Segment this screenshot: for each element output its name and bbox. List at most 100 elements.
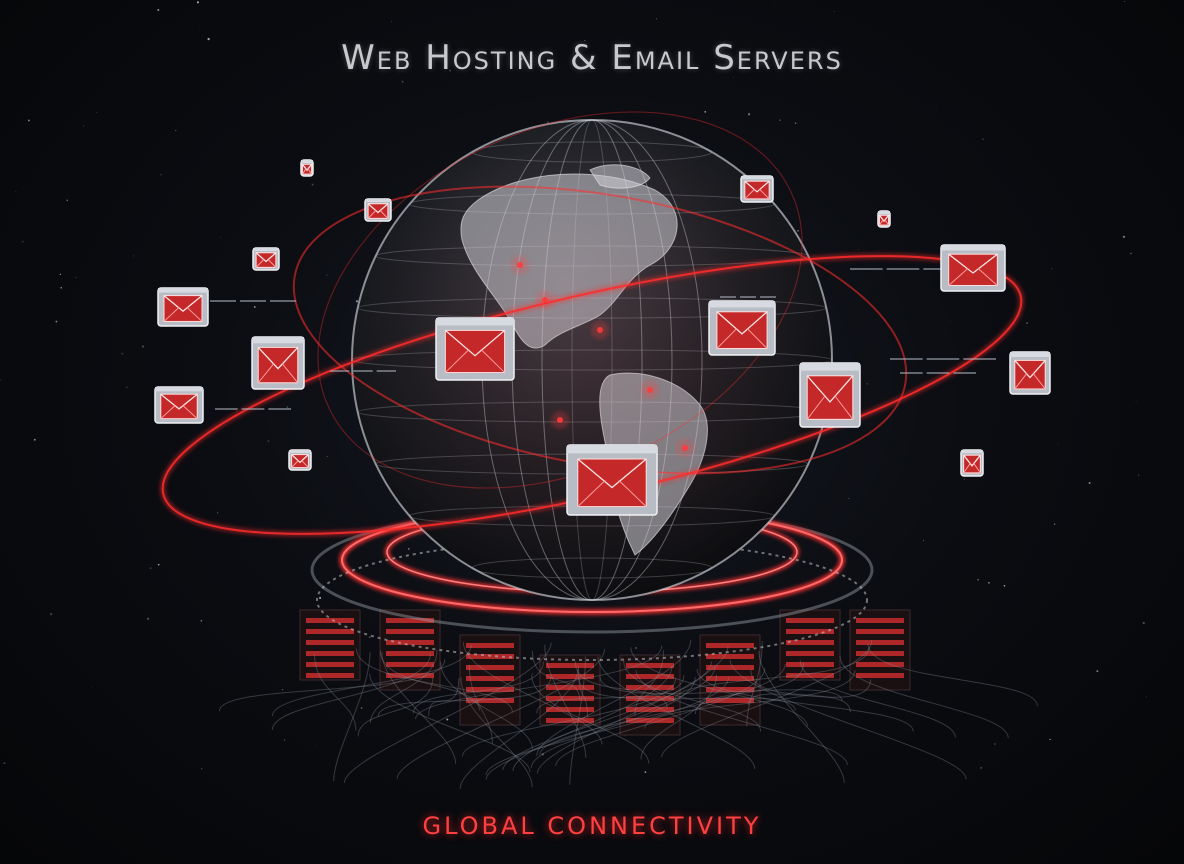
star — [866, 383, 868, 385]
star — [1122, 235, 1126, 238]
star — [360, 707, 363, 709]
star — [126, 386, 128, 388]
envelope-icon — [435, 317, 515, 381]
star — [1053, 523, 1056, 525]
star — [49, 612, 53, 616]
star — [977, 578, 979, 581]
envelope-icon — [740, 175, 774, 203]
star — [253, 306, 256, 308]
star — [149, 567, 152, 570]
envelope-icon — [799, 362, 861, 428]
star — [449, 69, 451, 72]
star — [121, 352, 124, 355]
star — [923, 540, 925, 542]
star — [201, 768, 203, 770]
star — [644, 771, 647, 774]
star — [66, 199, 68, 202]
server-racks — [299, 609, 911, 736]
star — [531, 673, 534, 675]
star — [21, 240, 24, 243]
star — [446, 718, 449, 721]
envelopes — [154, 159, 1051, 516]
envelope-icon — [157, 287, 209, 327]
star — [520, 57, 523, 61]
star — [1058, 442, 1060, 444]
star — [267, 440, 270, 442]
star — [207, 37, 210, 41]
envelope-icon — [251, 336, 305, 390]
star — [133, 255, 134, 257]
star — [319, 596, 322, 600]
star — [311, 183, 314, 186]
star — [1124, 0, 1126, 3]
envelope-icon — [566, 444, 658, 516]
star — [747, 113, 751, 116]
star — [141, 345, 145, 348]
star — [157, 8, 160, 11]
star — [1026, 322, 1028, 324]
star — [217, 512, 219, 514]
star — [988, 581, 990, 584]
star — [0, 379, 1, 381]
star — [994, 743, 996, 745]
star — [157, 563, 160, 566]
envelope-icon — [877, 210, 891, 228]
star — [1088, 481, 1091, 485]
server-rack-icon — [849, 609, 911, 691]
star — [284, 739, 286, 741]
star — [83, 125, 84, 127]
star — [220, 236, 221, 238]
star — [833, 10, 835, 12]
star — [774, 5, 776, 7]
star — [1142, 621, 1145, 625]
star — [733, 77, 734, 78]
page-title: Web Hosting & Email Servers — [341, 38, 843, 78]
star — [391, 21, 392, 22]
envelope-icon — [300, 159, 314, 177]
star — [655, 18, 658, 20]
star — [59, 273, 61, 276]
star — [348, 778, 349, 780]
star — [704, 110, 707, 113]
envelope-icon — [364, 198, 392, 222]
star — [147, 617, 150, 620]
star — [1003, 584, 1006, 587]
server-rack-icon — [699, 634, 761, 726]
star — [281, 688, 284, 691]
star — [935, 106, 937, 108]
star — [980, 766, 983, 769]
star — [3, 762, 6, 765]
star — [326, 274, 328, 276]
star — [982, 138, 984, 140]
star — [286, 406, 289, 408]
star — [1138, 474, 1140, 476]
star — [160, 173, 162, 176]
server-rack-icon — [379, 609, 441, 691]
star — [1096, 670, 1099, 673]
star — [15, 190, 17, 192]
star — [27, 119, 30, 122]
star — [1135, 400, 1137, 402]
star — [326, 456, 328, 458]
star — [584, 40, 586, 42]
star — [634, 646, 637, 650]
star — [200, 620, 203, 622]
star — [60, 287, 62, 289]
star — [315, 745, 317, 747]
envelope-icon — [960, 449, 984, 477]
star — [779, 119, 781, 122]
envelope-icon — [940, 244, 1006, 292]
star — [90, 686, 92, 688]
server-rack-icon — [779, 609, 841, 681]
star — [1145, 696, 1147, 698]
star — [777, 58, 780, 61]
envelope-icon — [154, 386, 204, 424]
star — [401, 80, 404, 83]
envelope-icon — [288, 449, 312, 471]
star — [738, 66, 740, 69]
star — [541, 753, 544, 756]
star — [1049, 738, 1051, 741]
star — [196, 1, 199, 4]
